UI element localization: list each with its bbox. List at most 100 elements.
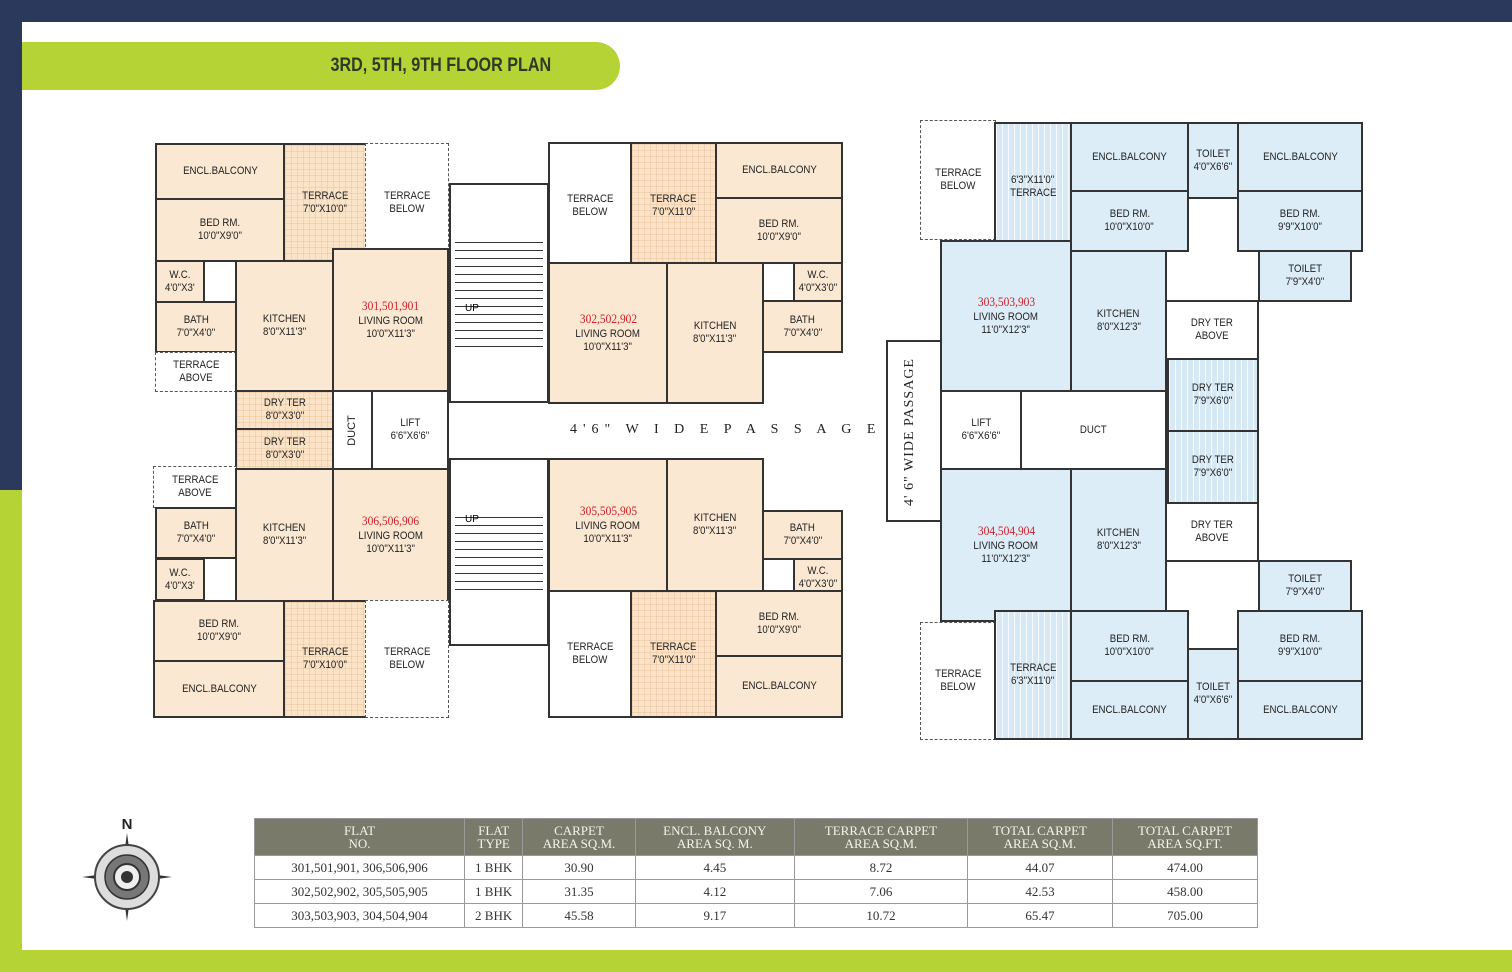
room-label: 6'3"X11'0" [1011,174,1055,186]
f303-terrace-room: 6'3"X11'0"TERRACE [994,122,1072,252]
room-size: 8'0"X11'3" [262,535,307,547]
room-label: DRY TER [1191,519,1233,531]
room-size: 4'0"X3'0" [798,282,838,294]
room-size: 9'9"X10'0" [1278,221,1322,233]
room-size: BELOW [572,654,608,666]
room-label: TOILET [1288,573,1322,585]
room-label: TOILET [1196,681,1230,693]
room-size: 8'0"X3'0" [265,410,304,422]
f306-bed-room: BED RM.10'0"X9'0" [153,600,285,662]
f303-bed2-room: BED RM.9'9"X10'0" [1237,190,1363,252]
room-size: 7'0"X11'0" [651,654,696,666]
header-line: AREA SQ.M. [542,836,616,851]
room-size: 7'9"X4'0" [1285,586,1325,598]
room-label: ENCL.BALCONY [1262,703,1338,716]
staircase-top: UP [449,183,549,403]
room-label: BED RM. [1109,208,1150,220]
room-label: KITCHEN [693,320,737,332]
room-size: ABOVE [178,487,212,499]
room-label: TOILET [1288,263,1322,275]
room-label: BED RM. [198,618,240,630]
room-size: 10'0"X11'3" [366,328,415,340]
table-cell: 31.35 [522,879,636,904]
room-size: 7'0"X10'0" [303,659,347,671]
room-label: TERRACE [650,192,697,205]
up-label: UP [465,514,479,525]
room-size: 10'0"X9'0" [757,230,801,243]
f302-balcony-room: ENCL.BALCONY [715,142,843,199]
room-label: ENCL.BALCONY [1092,150,1167,163]
room-size: ABOVE [179,372,213,384]
room-size: 4'0"X3' [165,281,195,294]
room-size: 10'0"X11'3" [366,543,415,555]
room-label: DRY TER [263,397,306,409]
room-label: LIVING ROOM [358,315,423,327]
room-size: ABOVE [1195,330,1229,342]
room-label: BED RM. [199,217,241,229]
flat-number: 306,506,906 [361,513,420,528]
room-size: 11'0"X12'3" [981,553,1031,565]
room-size: 7'0"X11'0" [651,205,696,218]
header-line: ENCL. BALCONY [663,823,767,838]
table-cell: 45.58 [522,903,636,928]
header-line: FLAT [478,823,510,838]
header-line: NO. [348,836,371,851]
header-line: AREA SQ. M. [676,836,753,851]
table-cell: 8.72 [793,855,969,880]
room-label: DRY TER [1192,382,1234,394]
room-label: TERRACE [383,189,431,202]
table-cell: 42.53 [967,879,1113,904]
table-cell: 4.45 [634,855,795,880]
table-cell: 65.47 [967,903,1113,928]
room-label: BED RM. [1279,208,1321,220]
room-size: 7'0"X10'0" [303,202,347,215]
header-line: AREA SQ.M. [844,836,918,851]
room-label: DUCT [1080,423,1107,436]
room-size: 11'0"X12'3" [981,324,1031,336]
room-label: BATH [789,313,816,326]
flat-number: 305,505,905 [579,503,637,518]
room-label: W.C. [807,565,829,577]
f304-bed1-room: BED RM.10'0"X10'0" [1070,610,1189,682]
room-label: LIVING ROOM [358,530,423,542]
title-banner: 3RD, 5TH, 9TH FLOOR PLAN [22,42,620,90]
header-line: TOTAL CARPET [993,823,1087,838]
room-label: BATH [183,314,209,326]
room-label: ENCL.BALCONY [1262,150,1338,163]
room-label: TERRACE [172,359,220,371]
room-label: BED RM. [1279,633,1321,645]
room-label: W.C. [169,566,191,579]
room-size: 4'0"X3'0" [798,578,838,590]
table-cell: 9.17 [634,903,795,928]
room-label: TERRACE [650,641,697,653]
table-cell: 1 BHK [463,879,524,904]
room-size: 6'6"X6'6" [961,430,1001,442]
flat-number: 301,501,901 [361,298,420,313]
f301-bed-room: BED RM.10'0"X9'0" [155,198,285,262]
table-cell: 10.72 [793,903,969,928]
top-border [0,0,1512,22]
room-label: DRY TER [263,436,306,448]
room-size: 7'9"X6'0" [1193,467,1233,479]
room-label: KITCHEN [263,522,306,534]
room-label: TERRACE [1009,662,1057,674]
